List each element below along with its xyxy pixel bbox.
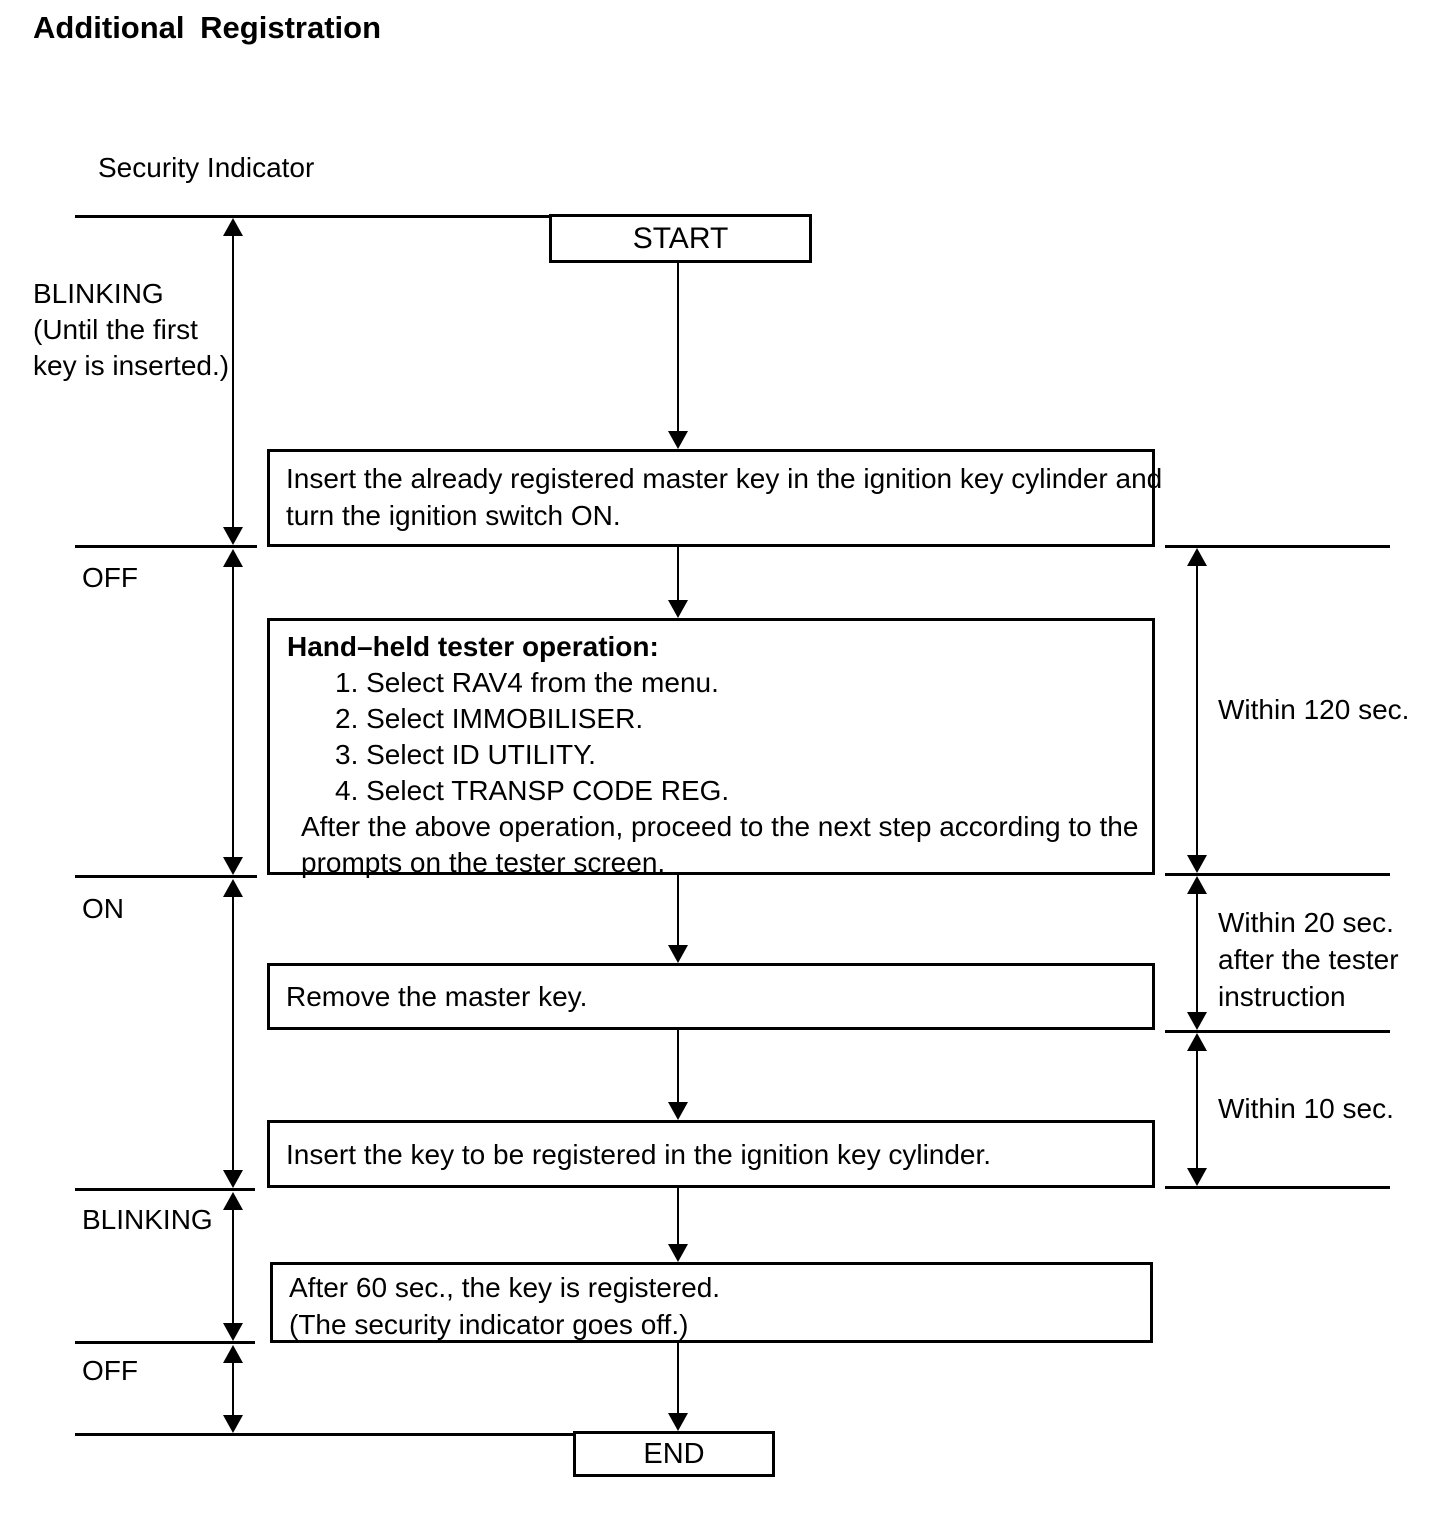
off1-interval-arrow (223, 549, 243, 875)
timeline-rule-off2 (75, 1341, 255, 1344)
timing-note-line: Within 20 sec. (1218, 907, 1394, 938)
step-text-line: Insert the already registered master key… (286, 463, 1163, 494)
arrowhead-up-icon (223, 1345, 243, 1363)
arrowhead-down-icon (668, 431, 688, 449)
arrowhead-down-icon (1187, 855, 1207, 873)
flow-arrow-registered-to-end (668, 1343, 688, 1431)
within-10-sec-arrow (1187, 1033, 1207, 1186)
tester-operation-step: Hand–held tester operation: 1. Select RA… (267, 618, 1155, 878)
step-text-line: (The security indicator goes off.) (289, 1309, 689, 1340)
insert-new-key-step: Insert the key to be registered in the i… (267, 1120, 1155, 1188)
arrow-shaft (1196, 550, 1198, 871)
timeline-rule-top (75, 215, 549, 218)
arrowhead-up-icon (223, 1192, 243, 1210)
step-text-line: Remove the master key. (286, 981, 588, 1012)
tester-footer-line: After the above operation, proceed to th… (301, 811, 1139, 842)
arrowhead-up-icon (223, 879, 243, 897)
tester-heading: Hand–held tester operation: (287, 631, 659, 662)
page-title: Additional Registration (33, 10, 381, 45)
state-label-blinking-2: BLINKING (82, 1204, 213, 1235)
timeline-rule-off1 (75, 545, 257, 548)
tester-step-line: 4. Select TRANSP CODE REG. (335, 775, 730, 806)
arrowhead-up-icon (1187, 548, 1207, 566)
flow-arrow-insert-new-to-registered (668, 1188, 688, 1262)
arrowhead-down-icon (668, 1413, 688, 1431)
arrowhead-down-icon (223, 1323, 243, 1341)
arrow-shaft (677, 875, 679, 961)
tester-step-line: 3. Select ID UTILITY. (335, 739, 596, 770)
on-interval-arrow (223, 879, 243, 1188)
arrowhead-down-icon (1187, 1168, 1207, 1186)
timeline-rule-blinking2 (75, 1188, 255, 1191)
state-label-off-2: OFF (82, 1355, 138, 1386)
arrow-shaft (677, 1343, 679, 1429)
arrow-shaft (232, 551, 234, 873)
tester-step-line: 1. Select RAV4 from the menu. (335, 667, 719, 698)
state-label-off-1: OFF (82, 562, 138, 593)
arrow-shaft (232, 220, 234, 543)
timeline-rule-on (75, 875, 257, 878)
arrowhead-down-icon (668, 945, 688, 963)
arrow-shaft (1196, 1035, 1198, 1184)
tester-footer-line: prompts on the tester screen. (301, 847, 666, 878)
arrowhead-down-icon (223, 1415, 243, 1433)
off2-interval-arrow (223, 1345, 243, 1433)
tester-step-line: 2. Select IMMOBILISER. (335, 703, 644, 734)
step-text-line: After 60 sec., the key is registered. (289, 1272, 721, 1303)
timing-note-line: after the tester (1218, 944, 1399, 975)
within-120-sec-arrow (1187, 548, 1207, 873)
flow-arrow-insert-master-to-tester (668, 547, 688, 618)
state-label-text: BLINKING (33, 278, 164, 309)
state-note-line: key is inserted.) (33, 350, 230, 381)
timing-rule-2 (1165, 873, 1390, 876)
state-note-line: (Until the first (33, 314, 198, 345)
state-label-on: ON (82, 893, 124, 924)
flow-arrow-tester-to-remove-key (668, 875, 688, 963)
state-label-blinking-1: BLINKING (Until the first key is inserte… (33, 276, 229, 384)
insert-master-key-step: Insert the already registered master key… (267, 449, 1163, 547)
timing-note-20s: Within 20 sec. after the tester instruct… (1218, 904, 1399, 1015)
step-text-line: turn the ignition switch ON. (286, 500, 621, 531)
arrowhead-down-icon (223, 527, 243, 545)
arrow-shaft (677, 1188, 679, 1260)
key-registered-step: After 60 sec., the key is registered. (T… (270, 1262, 1153, 1343)
timeline-rule-bottom (75, 1433, 573, 1436)
step-text-line: Insert the key to be registered in the i… (286, 1138, 992, 1170)
start-node: START (549, 214, 812, 263)
arrowhead-up-icon (223, 218, 243, 236)
timing-rule-1 (1165, 545, 1390, 548)
arrowhead-down-icon (668, 600, 688, 618)
arrowhead-down-icon (223, 857, 243, 875)
within-20-sec-arrow (1187, 876, 1207, 1030)
flow-arrow-start-to-insert-master (668, 263, 688, 449)
timing-rule-3 (1165, 1030, 1390, 1033)
arrow-shaft (677, 263, 679, 447)
end-node: END (573, 1431, 775, 1477)
blinking2-interval-arrow (223, 1192, 243, 1341)
remove-master-key-step: Remove the master key. (267, 963, 1155, 1030)
arrow-shaft (232, 1194, 234, 1339)
arrow-shaft (677, 547, 679, 616)
timing-note-line: instruction (1218, 981, 1346, 1012)
flow-arrow-remove-key-to-insert-new (668, 1030, 688, 1120)
blinking1-interval-arrow (223, 218, 243, 545)
timing-note-10s: Within 10 sec. (1218, 1093, 1394, 1124)
arrow-shaft (232, 1347, 234, 1431)
arrowhead-down-icon (223, 1170, 243, 1188)
arrowhead-up-icon (1187, 876, 1207, 894)
timing-rule-4 (1165, 1186, 1390, 1189)
arrowhead-down-icon (668, 1102, 688, 1120)
security-indicator-label: Security Indicator (98, 152, 315, 183)
arrowhead-down-icon (1187, 1012, 1207, 1030)
arrowhead-down-icon (668, 1244, 688, 1262)
arrow-shaft (1196, 878, 1198, 1028)
arrowhead-up-icon (1187, 1033, 1207, 1051)
arrow-shaft (677, 1030, 679, 1118)
arrow-shaft (232, 881, 234, 1186)
arrowhead-up-icon (223, 549, 243, 567)
timing-note-120s: Within 120 sec. (1218, 694, 1410, 725)
